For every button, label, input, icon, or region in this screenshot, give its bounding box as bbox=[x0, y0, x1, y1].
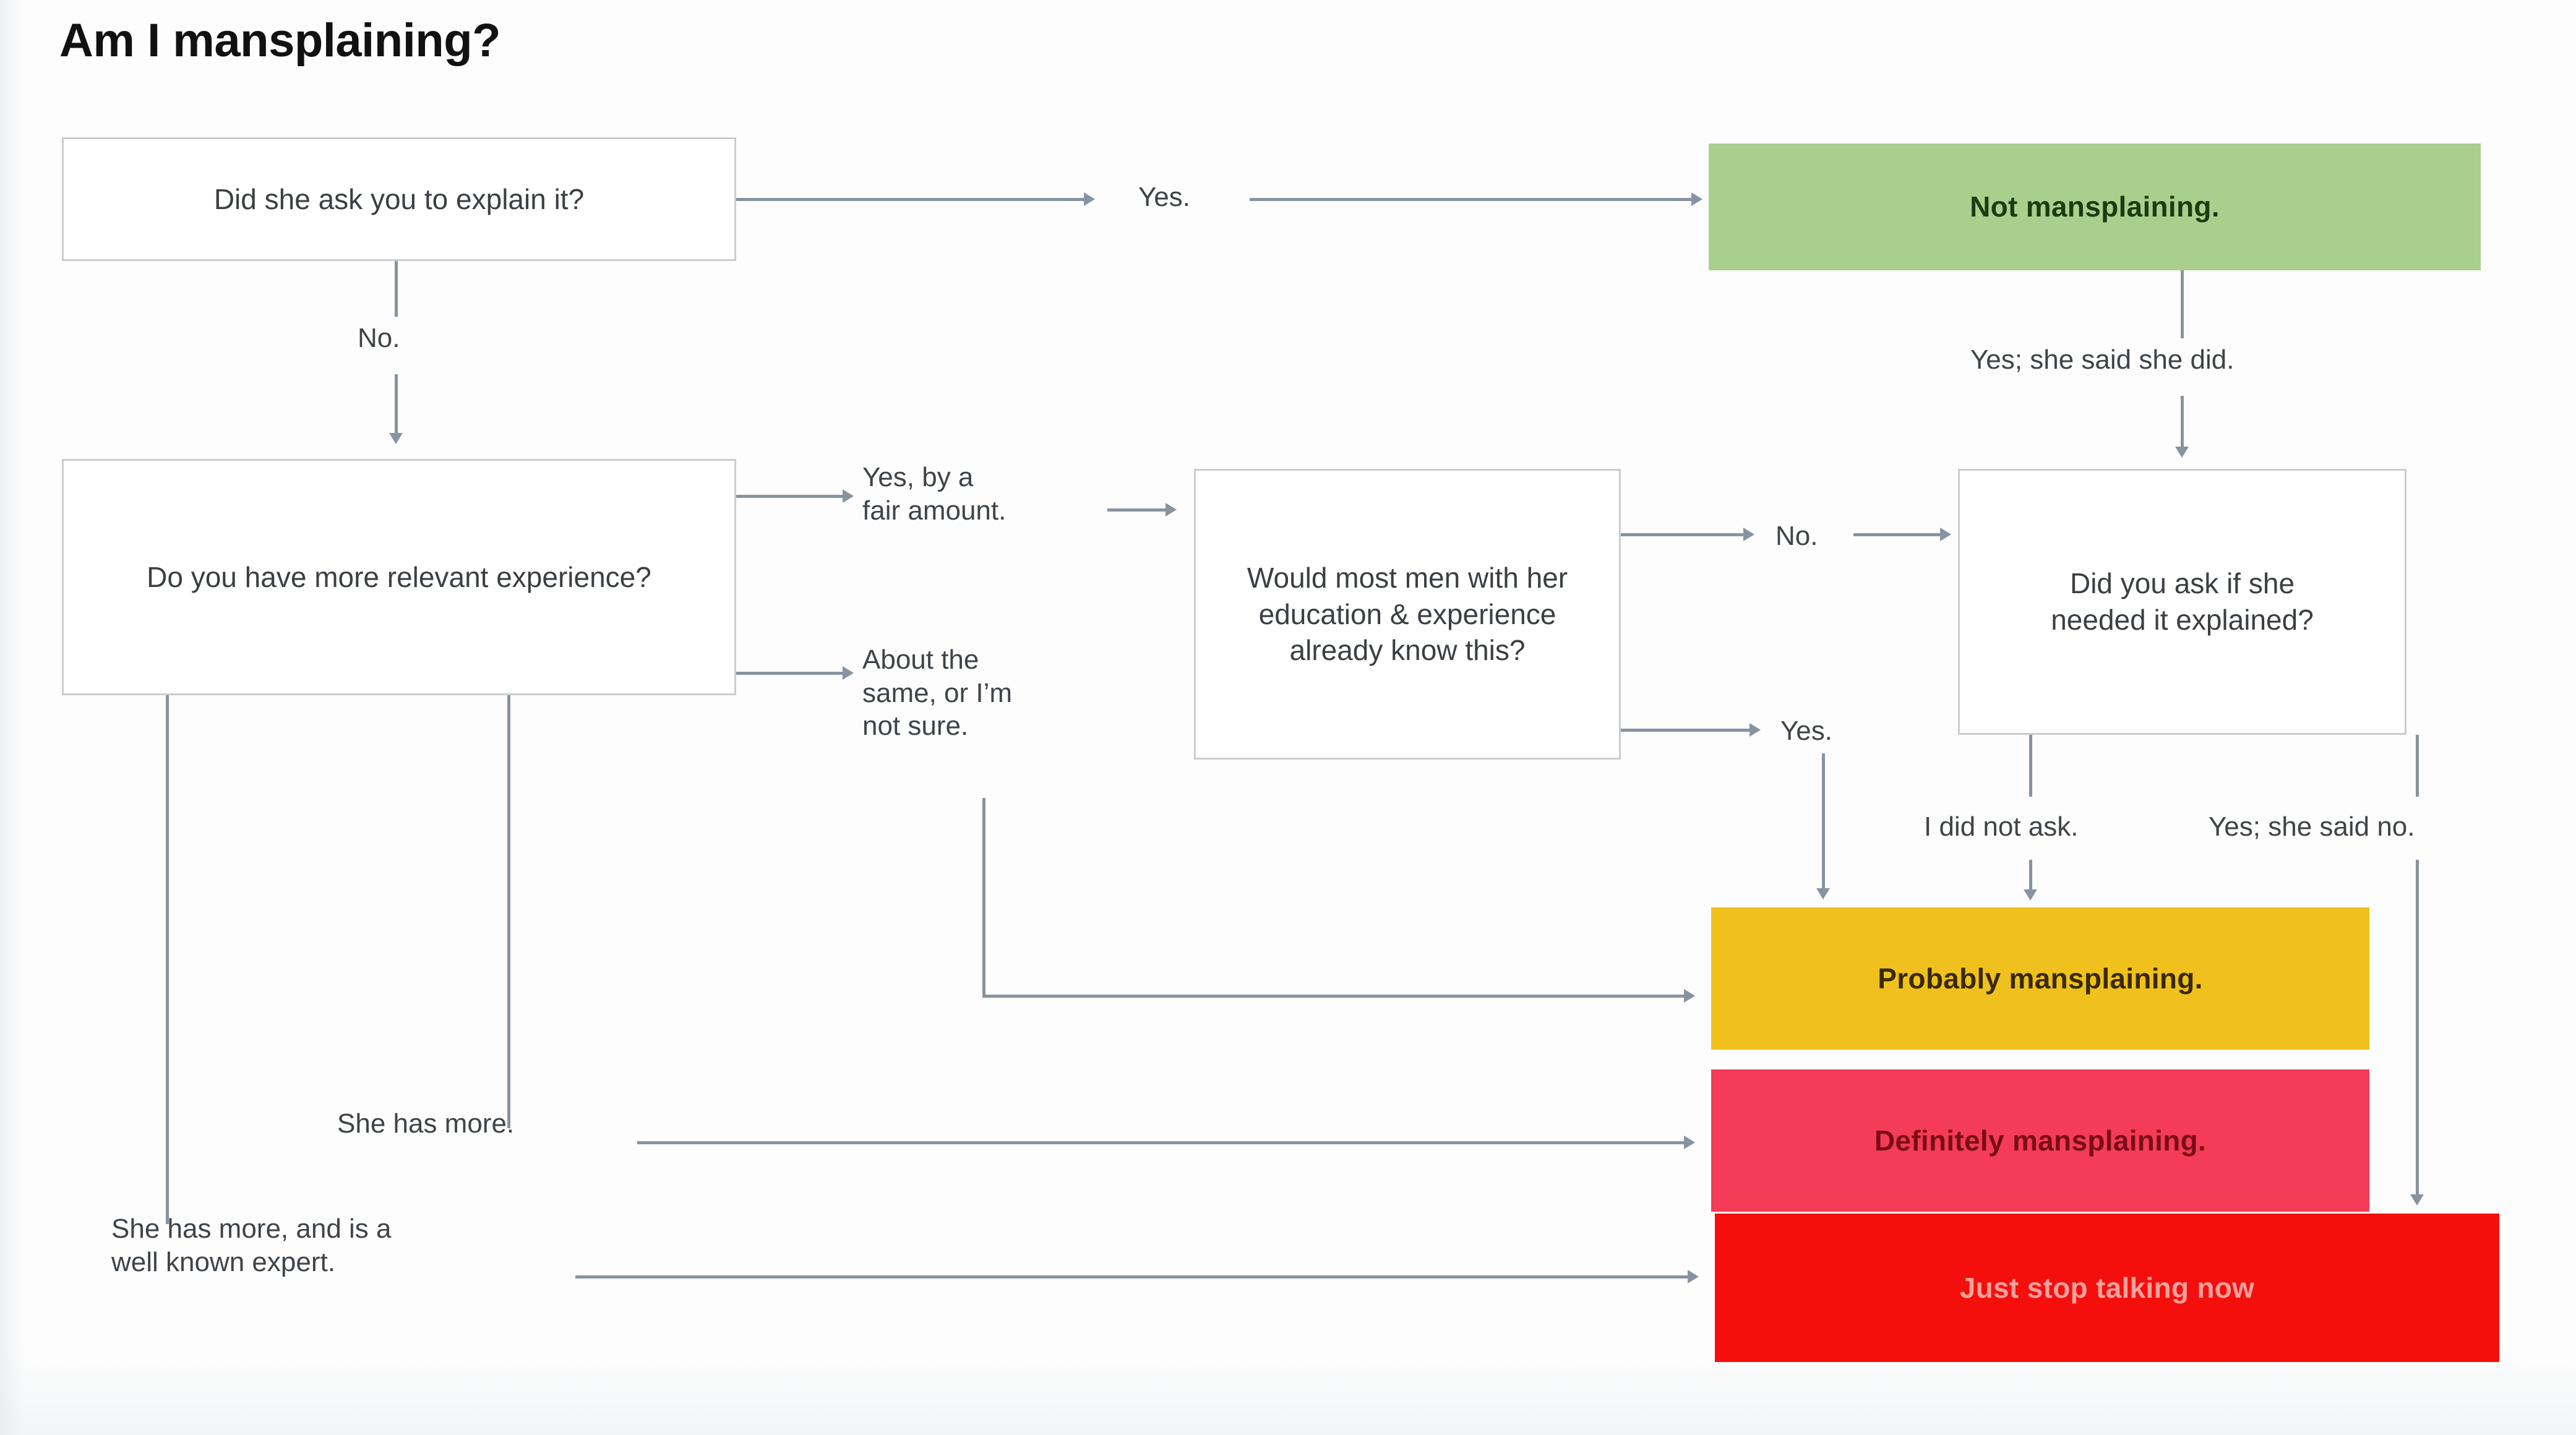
connector-arrow-q2-yes-fair bbox=[843, 489, 854, 503]
connector-q2-to-about-same bbox=[736, 672, 848, 675]
connector-arrow-she-has-more-to-pink bbox=[1684, 1136, 1695, 1149]
node-label: Would most men with her education & expe… bbox=[1247, 561, 1568, 667]
connector-arrow-q2-about-same bbox=[843, 666, 854, 680]
connector-arrow-q3-yes bbox=[1750, 723, 1761, 737]
connector-arrow-no-to-q4 bbox=[1940, 528, 1951, 541]
connector-she-said-no-down bbox=[2416, 860, 2419, 1197]
result-just-stop-talking[interactable]: Just stop talking now bbox=[1715, 1214, 2499, 1362]
connector-q2-to-yes-fair bbox=[736, 495, 848, 498]
connector-about-same-down bbox=[982, 798, 985, 997]
connector-arrow-q1-yes bbox=[1084, 192, 1095, 206]
node-would-most-men-know[interactable]: Would most men with her education & expe… bbox=[1194, 469, 1621, 760]
connector-q2-down-expert bbox=[166, 695, 169, 1224]
connector-arrow-did-not-ask bbox=[2024, 889, 2037, 901]
node-label: Do you have more relevant experience? bbox=[147, 560, 651, 593]
edge-label-q3-no: No. bbox=[1775, 521, 1818, 551]
node-label: Did you ask if she needed it explained? bbox=[2051, 567, 2314, 636]
connector-arrow-she-said-no bbox=[2410, 1194, 2424, 1206]
connector-she-has-more-to-pink bbox=[637, 1141, 1689, 1144]
connector-yes-to-green bbox=[1250, 198, 1695, 201]
connector-arrow-to-q3 bbox=[1166, 503, 1177, 516]
result-not-mansplaining[interactable]: Not mansplaining. bbox=[1709, 144, 2481, 270]
edge-label-q3-yes: Yes. bbox=[1780, 716, 1833, 746]
connector-arrow-yes-to-yellow bbox=[1816, 888, 1830, 899]
connector-no-to-q4 bbox=[1853, 533, 1943, 536]
node-did-she-ask[interactable]: Did she ask you to explain it? bbox=[62, 137, 736, 261]
connector-yes-fair-to-q3 bbox=[1107, 508, 1169, 512]
connector-arrow-expert-to-red bbox=[1688, 1270, 1699, 1283]
node-did-you-ask-if-needed[interactable]: Did you ask if she needed it explained? bbox=[1958, 469, 2406, 735]
connector-q4-down-left bbox=[2029, 735, 2032, 797]
page-title: Am I mansplaining? bbox=[59, 14, 501, 67]
edge-label-q1-no: No. bbox=[358, 323, 400, 353]
result-label: Probably mansplaining. bbox=[1878, 962, 2203, 995]
connector-yes-down-to-yellow bbox=[1822, 753, 1825, 891]
edge-label-q2-about-the-same: About the same, or I’m not sure. bbox=[862, 645, 1013, 742]
edge-label-q2-yes-fair-amount: Yes, by a fair amount. bbox=[862, 462, 1007, 526]
connector-q3-to-yes bbox=[1621, 729, 1754, 732]
node-more-relevant-experience[interactable]: Do you have more relevant experience? bbox=[62, 459, 736, 695]
connector-expert-to-red bbox=[575, 1275, 1692, 1279]
connector-green-down bbox=[2181, 270, 2184, 338]
result-label: Not mansplaining. bbox=[1970, 191, 2220, 223]
edge-label-q4-i-did-not-ask: I did not ask. bbox=[1924, 812, 2079, 842]
connector-arrow-to-green bbox=[1691, 192, 1702, 206]
result-probably-mansplaining[interactable]: Probably mansplaining. bbox=[1711, 907, 2369, 1050]
edge-label-q4-yes-she-said-she-did: Yes; she said she did. bbox=[1970, 345, 2235, 375]
connector-said-she-did-down-to-q4 bbox=[2181, 396, 2184, 448]
connector-q1-to-yes-label bbox=[736, 198, 1089, 201]
connector-about-same-right-to-yellow bbox=[982, 995, 1688, 998]
edge-label-q2-she-has-more: She has more. bbox=[337, 1108, 515, 1139]
connector-did-not-ask-down bbox=[2029, 860, 2032, 892]
edge-label-q2-well-known-expert: She has more, and is a well known expert… bbox=[111, 1214, 392, 1277]
connector-q2-down-she-has-more bbox=[507, 695, 510, 1128]
connector-no-down-to-q2 bbox=[395, 374, 398, 436]
node-label: Did she ask you to explain it? bbox=[213, 182, 585, 215]
connector-arrow-q3-no bbox=[1743, 528, 1754, 541]
connector-q3-to-no bbox=[1621, 533, 1748, 536]
connector-arrow-about-same-to-yellow bbox=[1684, 989, 1695, 1003]
result-label: Definitely mansplaining. bbox=[1874, 1124, 2207, 1157]
connector-q4-down-right bbox=[2416, 735, 2419, 797]
connector-q1-down-to-no bbox=[395, 261, 398, 317]
edge-label-q4-yes-she-said-no: Yes; she said no. bbox=[2209, 812, 2415, 842]
connector-arrow-q1-no bbox=[389, 433, 403, 444]
result-definitely-mansplaining[interactable]: Definitely mansplaining. bbox=[1711, 1069, 2369, 1212]
edge-label-q1-yes: Yes. bbox=[1138, 182, 1191, 212]
connector-arrow-green-to-q4 bbox=[2175, 447, 2189, 458]
result-label: Just stop talking now bbox=[1959, 1271, 2255, 1304]
